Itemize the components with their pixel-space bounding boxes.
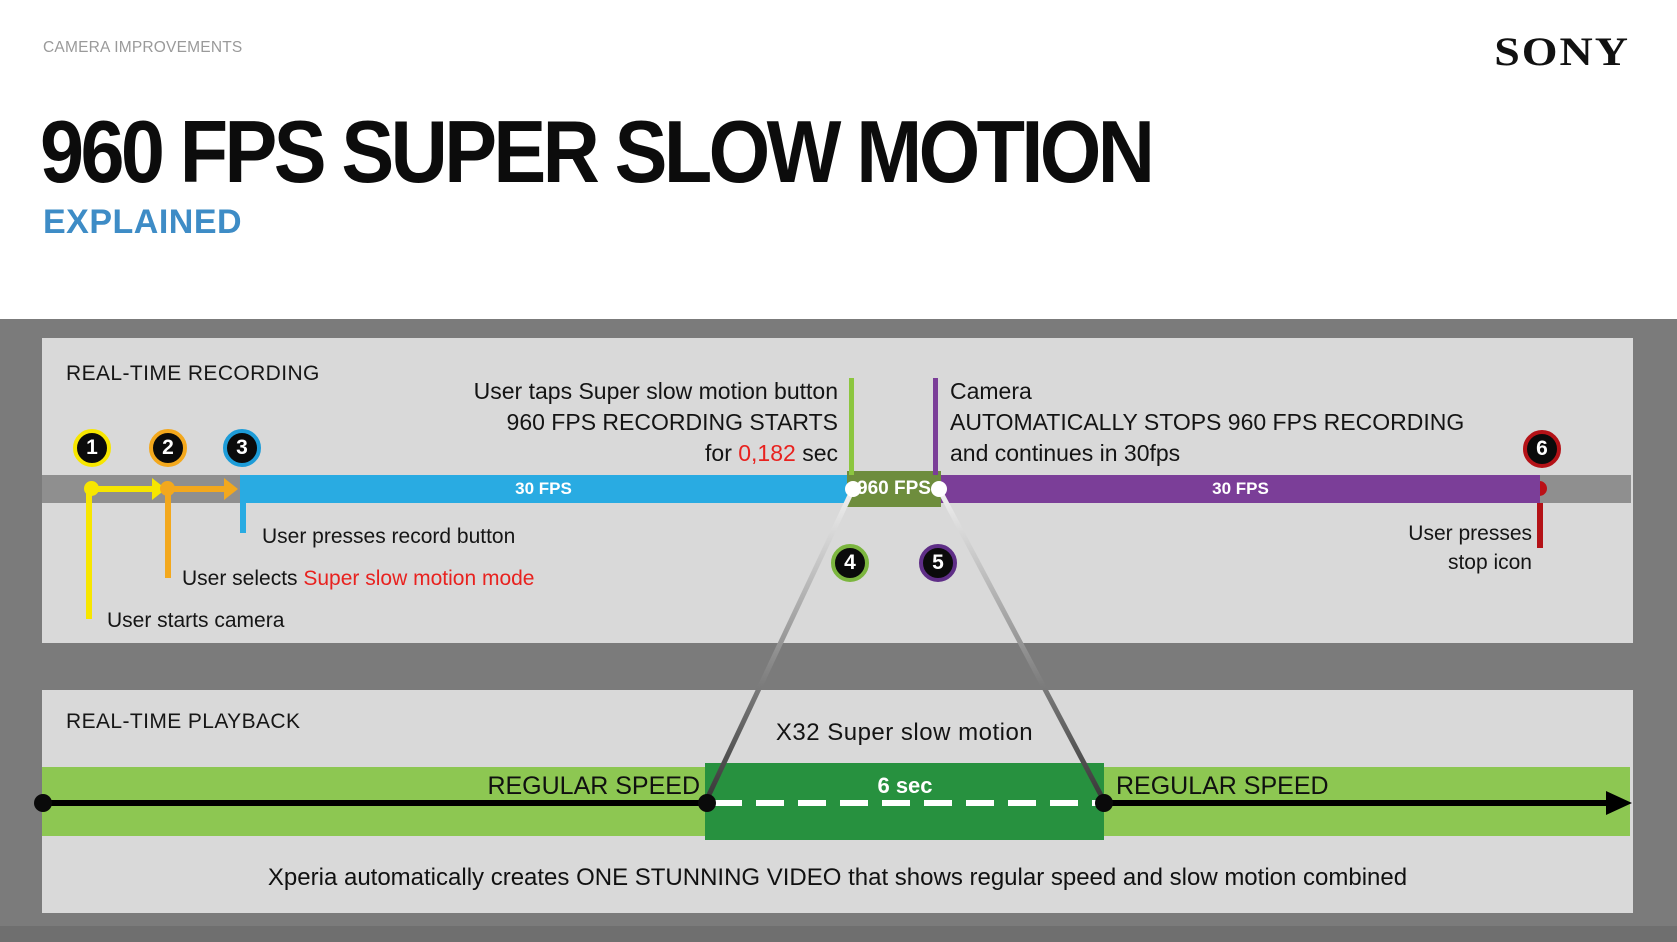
- arrow-start-to-select: [92, 486, 152, 492]
- segment-30fps-right: 30 FPS: [941, 475, 1540, 503]
- step-badge-3: 3: [223, 429, 261, 467]
- step-badge-1: 1: [73, 429, 111, 467]
- select-mode-leader-line: [165, 489, 171, 578]
- slow-motion-end-dot: [1095, 794, 1113, 812]
- step-badge-6: 6: [1523, 430, 1561, 468]
- step-label-start-camera: User starts camera: [107, 609, 285, 632]
- summary-text: Xperia automatically creates ONE STUNNIN…: [267, 864, 1408, 891]
- step-badge-4: 4: [831, 544, 869, 582]
- 960fps-start-marker-line: [849, 378, 854, 475]
- slow-motion-dashed-line: [714, 800, 1096, 806]
- step-label-select-prefix: User selects: [182, 567, 304, 590]
- page-subtitle: EXPLAINED: [43, 203, 243, 241]
- segment-960fps-label: 960 FPS: [857, 478, 931, 499]
- tap-note-line3: for 0,182 sec: [398, 438, 838, 469]
- stop-icon-leader-line: [1537, 503, 1543, 548]
- slow-motion-start-dot: [698, 794, 716, 812]
- 960fps-start-dot: [845, 481, 861, 497]
- tap-note: User taps Super slow motion button 960 F…: [398, 376, 838, 469]
- playback-arrow-line-left: [43, 800, 707, 806]
- step-label-select-mode: User selects Super slow motion mode: [182, 567, 535, 591]
- tap-note-duration-value: 0,182: [738, 440, 796, 466]
- start-camera-leader-line: [86, 489, 92, 619]
- tap-note-line2: 960 FPS RECORDING STARTS: [506, 409, 838, 435]
- tap-note-line3-suffix: sec: [795, 440, 838, 466]
- 960fps-end-dot: [931, 481, 947, 497]
- slow-motion-label: X32 Super slow motion: [775, 719, 1034, 746]
- playback-arrow-line-right: [1104, 800, 1606, 806]
- playback-section-label: REAL-TIME PLAYBACK: [66, 710, 301, 733]
- regular-speed-label-left: REGULAR SPEED: [487, 772, 700, 800]
- playback-start-dot: [34, 794, 52, 812]
- step-badge-5: 5: [919, 544, 957, 582]
- frame-bottom-strip: [0, 926, 1677, 942]
- playback-arrow-head: [1606, 791, 1632, 815]
- step-label-record: User presses record button: [262, 525, 516, 548]
- auto-stop-line2: AUTOMATICALLY STOPS 960 FPS RECORDING: [950, 409, 1465, 435]
- slow-duration-label: 6 sec: [877, 773, 933, 798]
- segment-30fps-left: 30 FPS: [240, 475, 847, 503]
- step-badge-2: 2: [149, 429, 187, 467]
- auto-stop-line1: Camera: [950, 378, 1032, 404]
- step-label-stop-icon: User presses stop icon: [1332, 519, 1532, 577]
- arrow-select-to-record: [168, 486, 224, 492]
- tap-note-line3-prefix: for: [705, 440, 739, 466]
- 960fps-stop-marker-line: [933, 378, 938, 475]
- select-mode-dot: [160, 481, 175, 496]
- step-label-stop-line1: User presses: [1408, 522, 1532, 545]
- sony-logo: SONY: [1494, 28, 1630, 74]
- tap-note-line1: User taps Super slow motion button: [473, 378, 838, 404]
- recording-section-label: REAL-TIME RECORDING: [66, 362, 320, 385]
- step-label-stop-line2: stop icon: [1447, 551, 1532, 574]
- segment-30fps-right-label: 30 FPS: [1212, 479, 1269, 498]
- auto-stop-line3: and continues in 30fps: [950, 440, 1181, 466]
- regular-speed-label-right: REGULAR SPEED: [1116, 772, 1329, 800]
- step-label-select-highlight: Super slow motion mode: [303, 567, 535, 590]
- arrow-select-to-record-head: [224, 478, 238, 500]
- segment-960fps: 960 FPS: [847, 471, 941, 507]
- page-title: 960 FPS SUPER SLOW MOTION: [40, 102, 1155, 201]
- segment-30fps-left-label: 30 FPS: [515, 479, 572, 498]
- eyebrow-label: CAMERA IMPROVEMENTS: [43, 39, 243, 56]
- auto-stop-note: Camera AUTOMATICALLY STOPS 960 FPS RECOR…: [950, 376, 1570, 469]
- record-button-leader-line: [240, 503, 246, 533]
